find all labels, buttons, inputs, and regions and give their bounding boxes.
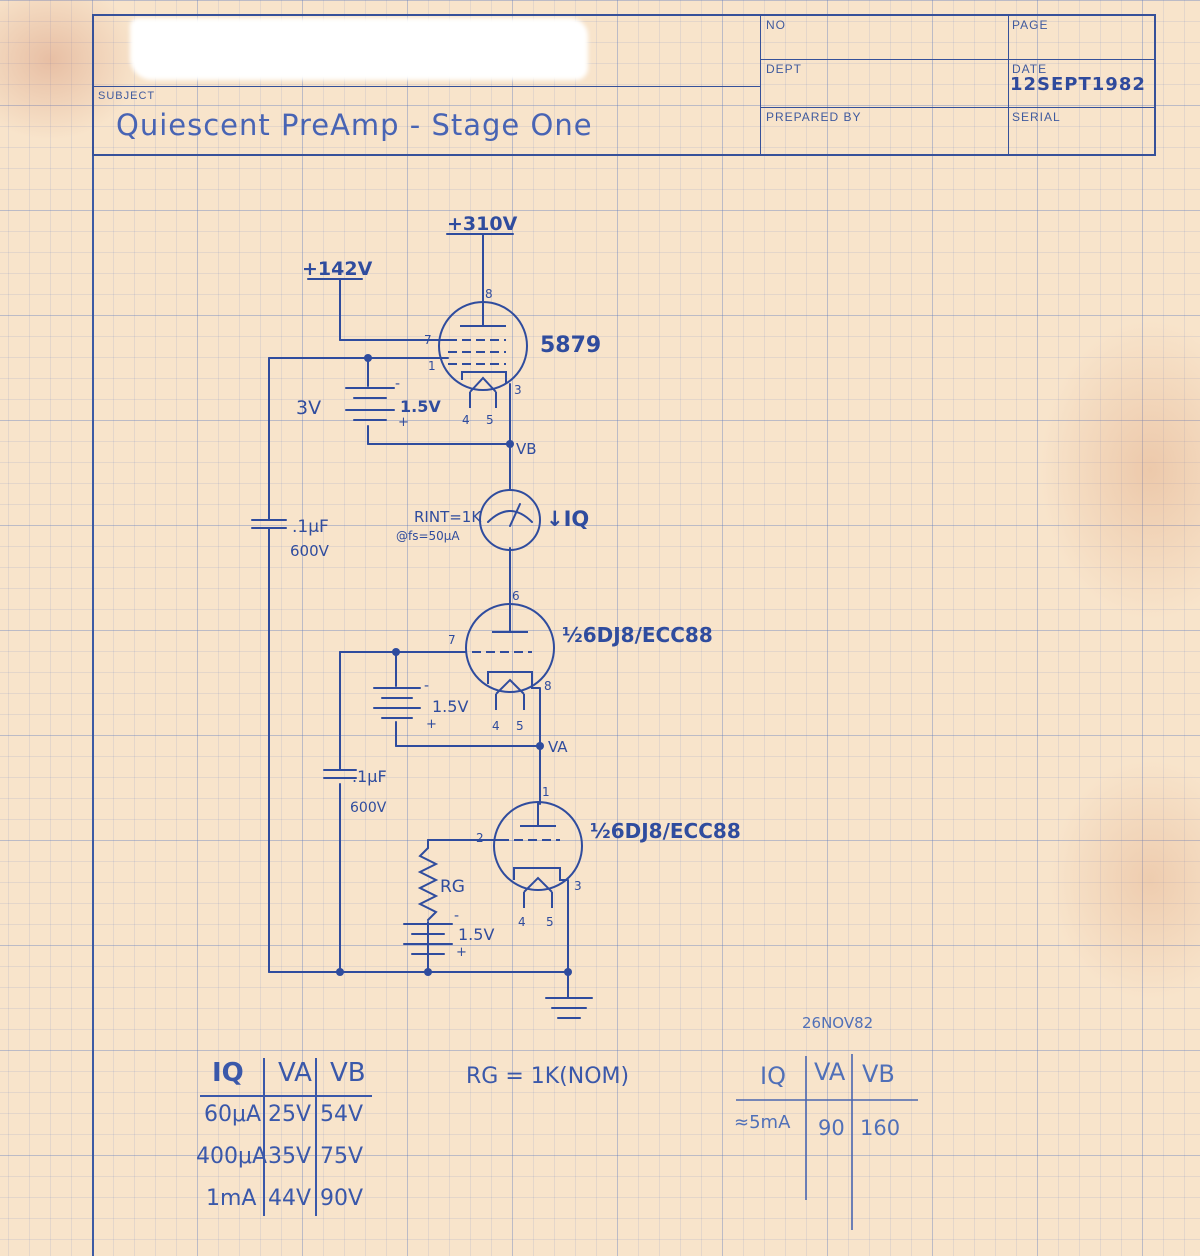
title-block	[92, 14, 1156, 156]
label-cap1-voltage: 600V	[290, 542, 330, 560]
label-bat3: 1.5V	[458, 925, 494, 944]
label-subject: SUBJECT	[98, 90, 156, 102]
redacted-area	[130, 18, 588, 80]
label-dept: DEPT	[766, 62, 803, 76]
table1-cell: 25V	[268, 1102, 312, 1127]
current-meter	[479, 489, 541, 551]
label-plus310v: +310V	[447, 213, 518, 235]
subject-rule	[94, 86, 760, 87]
pin-3: 3	[574, 879, 582, 893]
pin-3: 3	[514, 383, 522, 397]
label-fs: @fs=50μA	[396, 529, 460, 543]
label-3v: 3V	[296, 397, 321, 419]
label-va: VA	[548, 738, 568, 756]
label-tube2: ½6DJ8/ECC88	[562, 623, 713, 647]
cell-no	[760, 16, 1008, 60]
minus-sign: -	[424, 678, 429, 694]
pin-4: 4	[462, 413, 470, 427]
plus-sign: +	[426, 717, 437, 732]
pin-7: 7	[424, 333, 432, 347]
table2-rules	[736, 1054, 918, 1230]
cell-serial	[1008, 108, 1154, 156]
left-margin-line	[92, 156, 94, 1256]
table1-cell: 400μA	[196, 1144, 268, 1169]
table1-rules	[200, 1058, 372, 1216]
schematic-wires	[251, 233, 593, 1019]
table2-cell: 90	[818, 1116, 845, 1140]
label-bat2: 1.5V	[432, 697, 468, 716]
table1-cell: 54V	[320, 1102, 364, 1127]
pin-8: 8	[485, 287, 493, 301]
plus-sign: +	[398, 415, 409, 430]
tube-internals	[448, 300, 568, 908]
label-page: PAGE	[1012, 18, 1049, 32]
label-prepared-by: PREPARED BY	[766, 110, 862, 124]
minus-sign: -	[395, 376, 400, 392]
table1-header-va: VA	[278, 1058, 312, 1088]
label-rg: RG	[440, 877, 465, 897]
table2-header-vb: VB	[862, 1060, 895, 1088]
plus-sign: +	[456, 945, 467, 960]
junction-dots	[336, 354, 572, 976]
pin-numbers: 8 7 1 3 4 5 6 7 8 4 5 1 2 3 4 5	[424, 287, 582, 929]
table2-date: 26NOV82	[802, 1014, 874, 1032]
minus-sign: -	[454, 908, 459, 924]
table1-header-vb: VB	[330, 1058, 366, 1088]
pin-8: 8	[544, 679, 552, 693]
cell-dept	[760, 60, 1008, 108]
label-bat1: 1.5V	[400, 397, 441, 416]
table1-cell: 75V	[320, 1144, 364, 1169]
pin-1: 1	[428, 359, 436, 373]
table2-cell: ≈5mA	[734, 1112, 791, 1133]
label-cap1: .1μF	[292, 517, 329, 537]
label-iq: ↓IQ	[546, 507, 589, 531]
pin-7: 7	[448, 633, 456, 647]
pin-2: 2	[476, 831, 484, 845]
table1-cell: 44V	[268, 1186, 312, 1211]
label-date: DATE	[1012, 62, 1048, 76]
label-serial: SERIAL	[1012, 110, 1061, 124]
subject-title: Quiescent PreAmp - Stage One	[116, 108, 593, 142]
label-tube3: ½6DJ8/ECC88	[590, 819, 741, 843]
date-value: 12SEPT1982	[1010, 74, 1146, 95]
label-vb: VB	[516, 440, 537, 458]
pin-4: 4	[492, 719, 500, 733]
pin-4: 4	[518, 915, 526, 929]
cell-page	[1008, 16, 1154, 60]
table1-header-iq: IQ	[212, 1058, 244, 1088]
cell-prepared-by	[760, 108, 1008, 156]
table2-cell: 160	[860, 1116, 901, 1140]
label-cap2: .1μF	[352, 767, 387, 786]
rg-value-note: RG = 1K(NOM)	[466, 1064, 630, 1089]
label-tube1: 5879	[540, 333, 601, 358]
table2-header-iq: IQ	[760, 1062, 786, 1090]
table1-cell: 35V	[268, 1144, 312, 1169]
pin-1: 1	[542, 785, 550, 799]
pin-6: 6	[512, 589, 520, 603]
pin-5: 5	[486, 413, 494, 427]
table1-cell: 90V	[320, 1186, 364, 1211]
label-rint: RINT=1K	[414, 508, 482, 526]
table1-cell: 60μA	[204, 1102, 262, 1127]
pin-5: 5	[516, 719, 524, 733]
label-plus142v: +142V	[302, 258, 373, 280]
table2-header-va: VA	[814, 1058, 846, 1086]
pin-5: 5	[546, 915, 554, 929]
cell-date	[1008, 60, 1154, 108]
label-cap2-voltage: 600V	[350, 800, 387, 816]
table1-cell: 1mA	[206, 1186, 257, 1211]
label-no: NO	[766, 18, 786, 32]
